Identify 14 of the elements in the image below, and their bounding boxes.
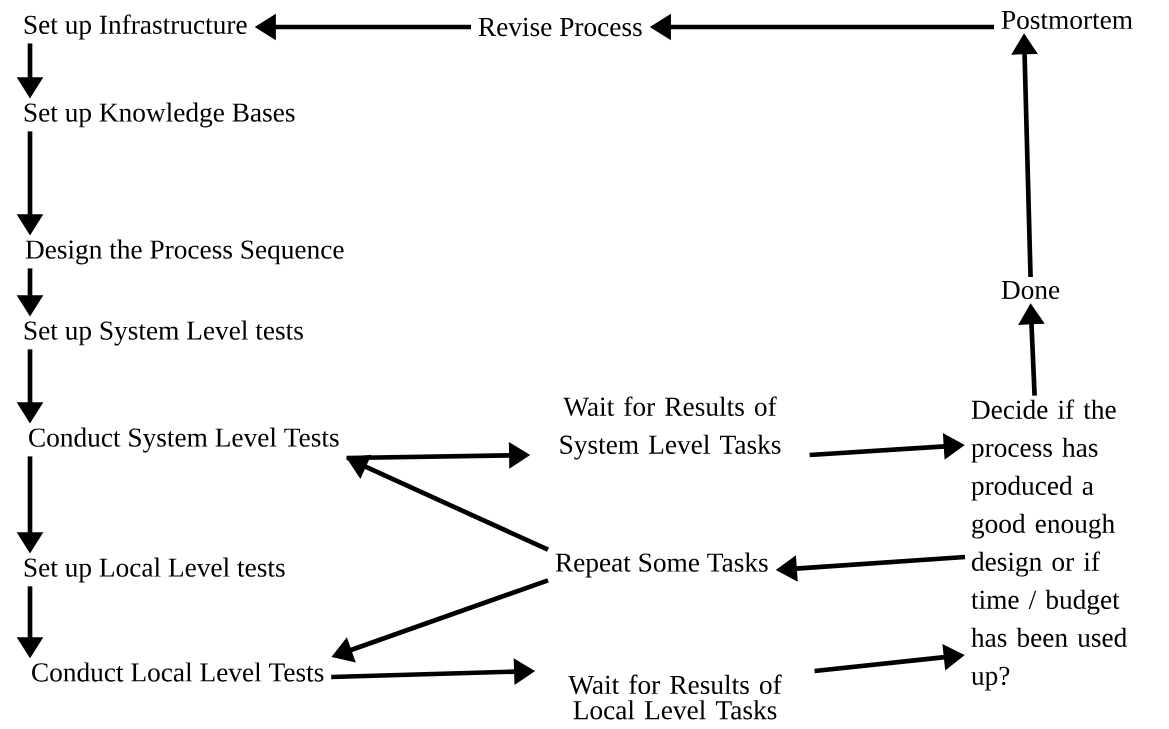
step-text: Wait for Results of System Level Tasks bbox=[560, 396, 781, 460]
step-text: Conduct System Level Tests bbox=[29, 427, 339, 453]
step-text: Wait for Results of Local Level Tasks bbox=[568, 674, 782, 720]
step-text: Postmortem bbox=[1001, 10, 1133, 30]
step-text: Revise Process bbox=[478, 17, 642, 37]
step-text: Repeat Some Tasks bbox=[555, 552, 768, 578]
step-text: Conduct Local Level Tests bbox=[32, 662, 324, 682]
step-text: Done bbox=[1001, 280, 1060, 300]
step-text: Set up Infrastructure bbox=[24, 14, 247, 40]
step-text: Decide if the process has produced a good enough design or if time / budget has been used up? bbox=[971, 399, 1127, 691]
step-text: Design the Process Sequence bbox=[25, 239, 344, 265]
step-text: Set up Local Level tests bbox=[24, 557, 285, 583]
step-text: Set up System Level tests bbox=[24, 320, 303, 346]
step-text: Set up Knowledge Bases bbox=[24, 102, 295, 128]
